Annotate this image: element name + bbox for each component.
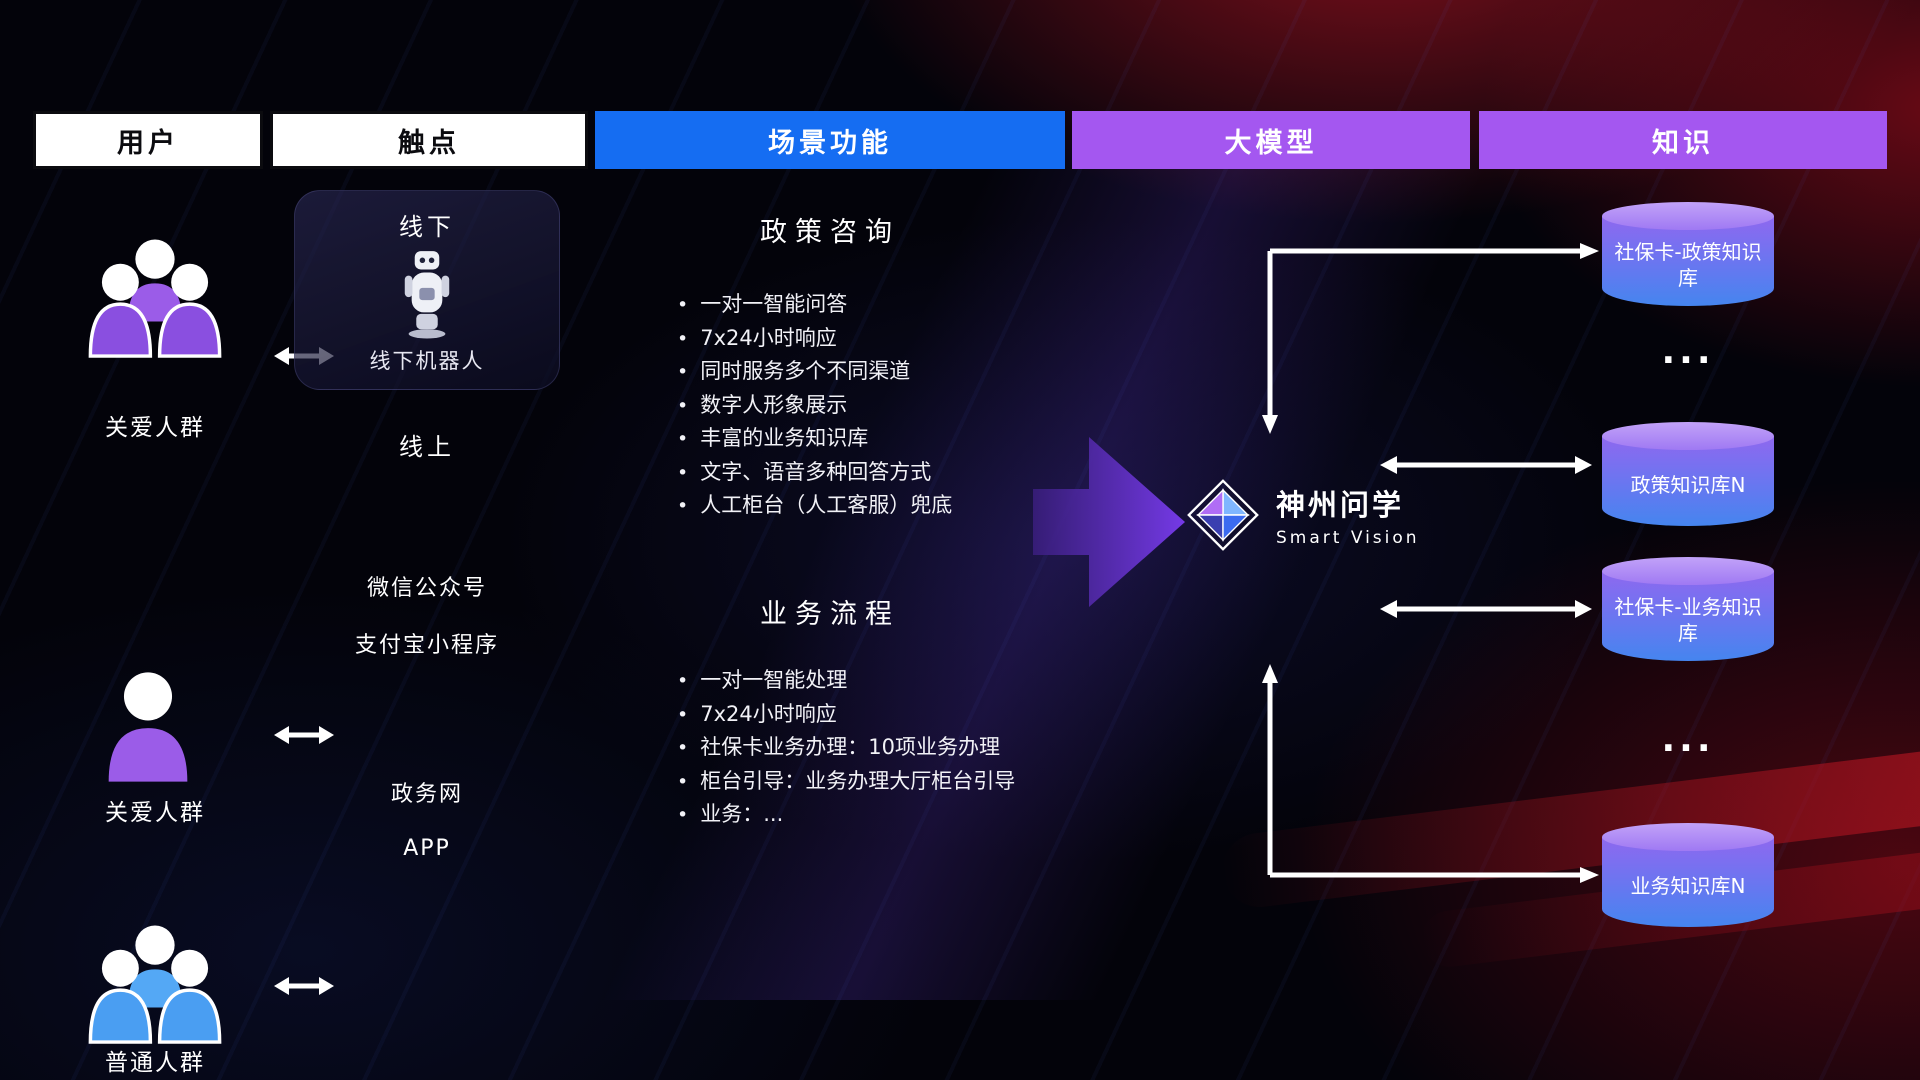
bullet-dot bbox=[677, 322, 700, 356]
channel-app: APP bbox=[403, 836, 451, 861]
scenario-item: 文字、语音多种回答方式 bbox=[677, 456, 1107, 490]
scenario-item: 7x24小时响应 bbox=[677, 698, 1107, 732]
bidirectional-arrow-icon bbox=[274, 726, 334, 744]
scenario-title-business: 业务流程 bbox=[760, 599, 900, 630]
channel-wechat: 微信公众号 bbox=[366, 576, 487, 601]
online-title: 线上 bbox=[399, 433, 455, 461]
bullet-dot bbox=[677, 765, 700, 799]
header-touchpoints: 触点 bbox=[270, 111, 588, 169]
db-cap bbox=[1602, 202, 1774, 230]
scenario-item: 7x24小时响应 bbox=[677, 322, 1107, 356]
db-body bbox=[1602, 571, 1774, 661]
scenario-item: 业务：... bbox=[677, 798, 1107, 832]
bullet-dot bbox=[677, 355, 700, 389]
scenario-item: 一对一智能处理 bbox=[677, 664, 1107, 698]
logo-name: 神州问学 bbox=[1276, 488, 1405, 522]
offline-title: 线下 bbox=[399, 213, 455, 241]
bullet-dot bbox=[677, 731, 700, 765]
logo-subtitle: Smart Vision bbox=[1276, 528, 1420, 548]
single-person-purple-icon bbox=[98, 668, 198, 790]
scenario-list-policy: 一对一智能问答 7x24小时响应 同时服务多个不同渠道 数字人形象展示 丰富的业… bbox=[677, 288, 1107, 523]
bidirectional-arrow-icon bbox=[274, 977, 334, 995]
flow-arrow-icon bbox=[1033, 437, 1185, 607]
channel-alipay: 支付宝小程序 bbox=[354, 633, 499, 658]
scenario-title-policy: 政策咨询 bbox=[760, 217, 900, 248]
scenario-item: 一对一智能问答 bbox=[677, 288, 1107, 322]
scenario-item: 社保卡业务办理：10项业务办理 bbox=[677, 731, 1107, 765]
db-label: 社保卡-业务知识库 bbox=[1614, 595, 1762, 645]
db-body bbox=[1602, 216, 1774, 306]
bullet-dot bbox=[677, 698, 700, 732]
scenario-item: 柜台引导：业务办理大厅柜台引导 bbox=[677, 765, 1107, 799]
header-users: 用户 bbox=[33, 111, 263, 169]
bullet-dot bbox=[677, 288, 700, 322]
connector-arrow-bidirectional-2 bbox=[1380, 600, 1592, 618]
db-label: 政策知识库N bbox=[1630, 473, 1746, 497]
db-policy-n: 政策知识库N bbox=[1602, 422, 1774, 526]
db-social-card-business: 社保卡-业务知识库 bbox=[1602, 557, 1774, 661]
db-cap bbox=[1602, 823, 1774, 851]
user-group-label: 关爱人群 bbox=[105, 415, 205, 441]
robot-icon bbox=[404, 250, 450, 338]
bullet-dot bbox=[677, 664, 700, 698]
bullet-dot bbox=[677, 389, 700, 423]
group-people-blue-icon bbox=[80, 918, 230, 1064]
header-knowledge: 知识 bbox=[1479, 111, 1887, 169]
db-label: 业务知识库N bbox=[1630, 874, 1746, 898]
header-scenarios: 场景功能 bbox=[595, 111, 1065, 169]
scenario-item: 数字人形象展示 bbox=[677, 389, 1107, 423]
logo: 神州问学 Smart Vision bbox=[1186, 478, 1420, 552]
ellipsis-text: ... bbox=[1661, 719, 1715, 760]
header-model: 大模型 bbox=[1072, 111, 1470, 169]
scenario-item: 丰富的业务知识库 bbox=[677, 422, 1107, 456]
db-cap bbox=[1602, 422, 1774, 450]
scenario-item: 人工柜台（人工客服）兜底 bbox=[677, 489, 1107, 523]
db-social-card-policy: 社保卡-政策知识库 bbox=[1602, 202, 1774, 306]
group-people-purple-icon bbox=[80, 232, 230, 378]
bullet-dot bbox=[677, 489, 700, 523]
connector-arrow-bidirectional-1 bbox=[1380, 456, 1592, 474]
channel-gov-web: 政务网 bbox=[390, 782, 463, 807]
connector-arrow-up-right bbox=[1262, 243, 1599, 434]
db-cap bbox=[1602, 557, 1774, 585]
robot-caption: 线下机器人 bbox=[369, 349, 485, 373]
scenario-item: 同时服务多个不同渠道 bbox=[677, 355, 1107, 389]
db-body bbox=[1602, 436, 1774, 526]
bullet-dot bbox=[677, 798, 700, 832]
bullet-dot bbox=[677, 422, 700, 456]
scenario-list-business: 一对一智能处理 7x24小时响应 社保卡业务办理：10项业务办理 柜台引导：业务… bbox=[677, 664, 1107, 832]
db-business-n: 业务知识库N bbox=[1602, 823, 1774, 927]
db-body bbox=[1602, 837, 1774, 927]
db-label: 社保卡-政策知识库 bbox=[1614, 240, 1762, 290]
ellipsis-text: ... bbox=[1661, 331, 1715, 372]
user-group-label: 普通人群 bbox=[105, 1050, 205, 1076]
logo-diamond-icon bbox=[1187, 479, 1259, 551]
user-group-label: 关爱人群 bbox=[105, 800, 205, 826]
bullet-dot bbox=[677, 456, 700, 490]
connector-arrow-down-right bbox=[1262, 664, 1599, 883]
offline-touchpoint-box: 线下 线下机器人 bbox=[294, 190, 560, 390]
